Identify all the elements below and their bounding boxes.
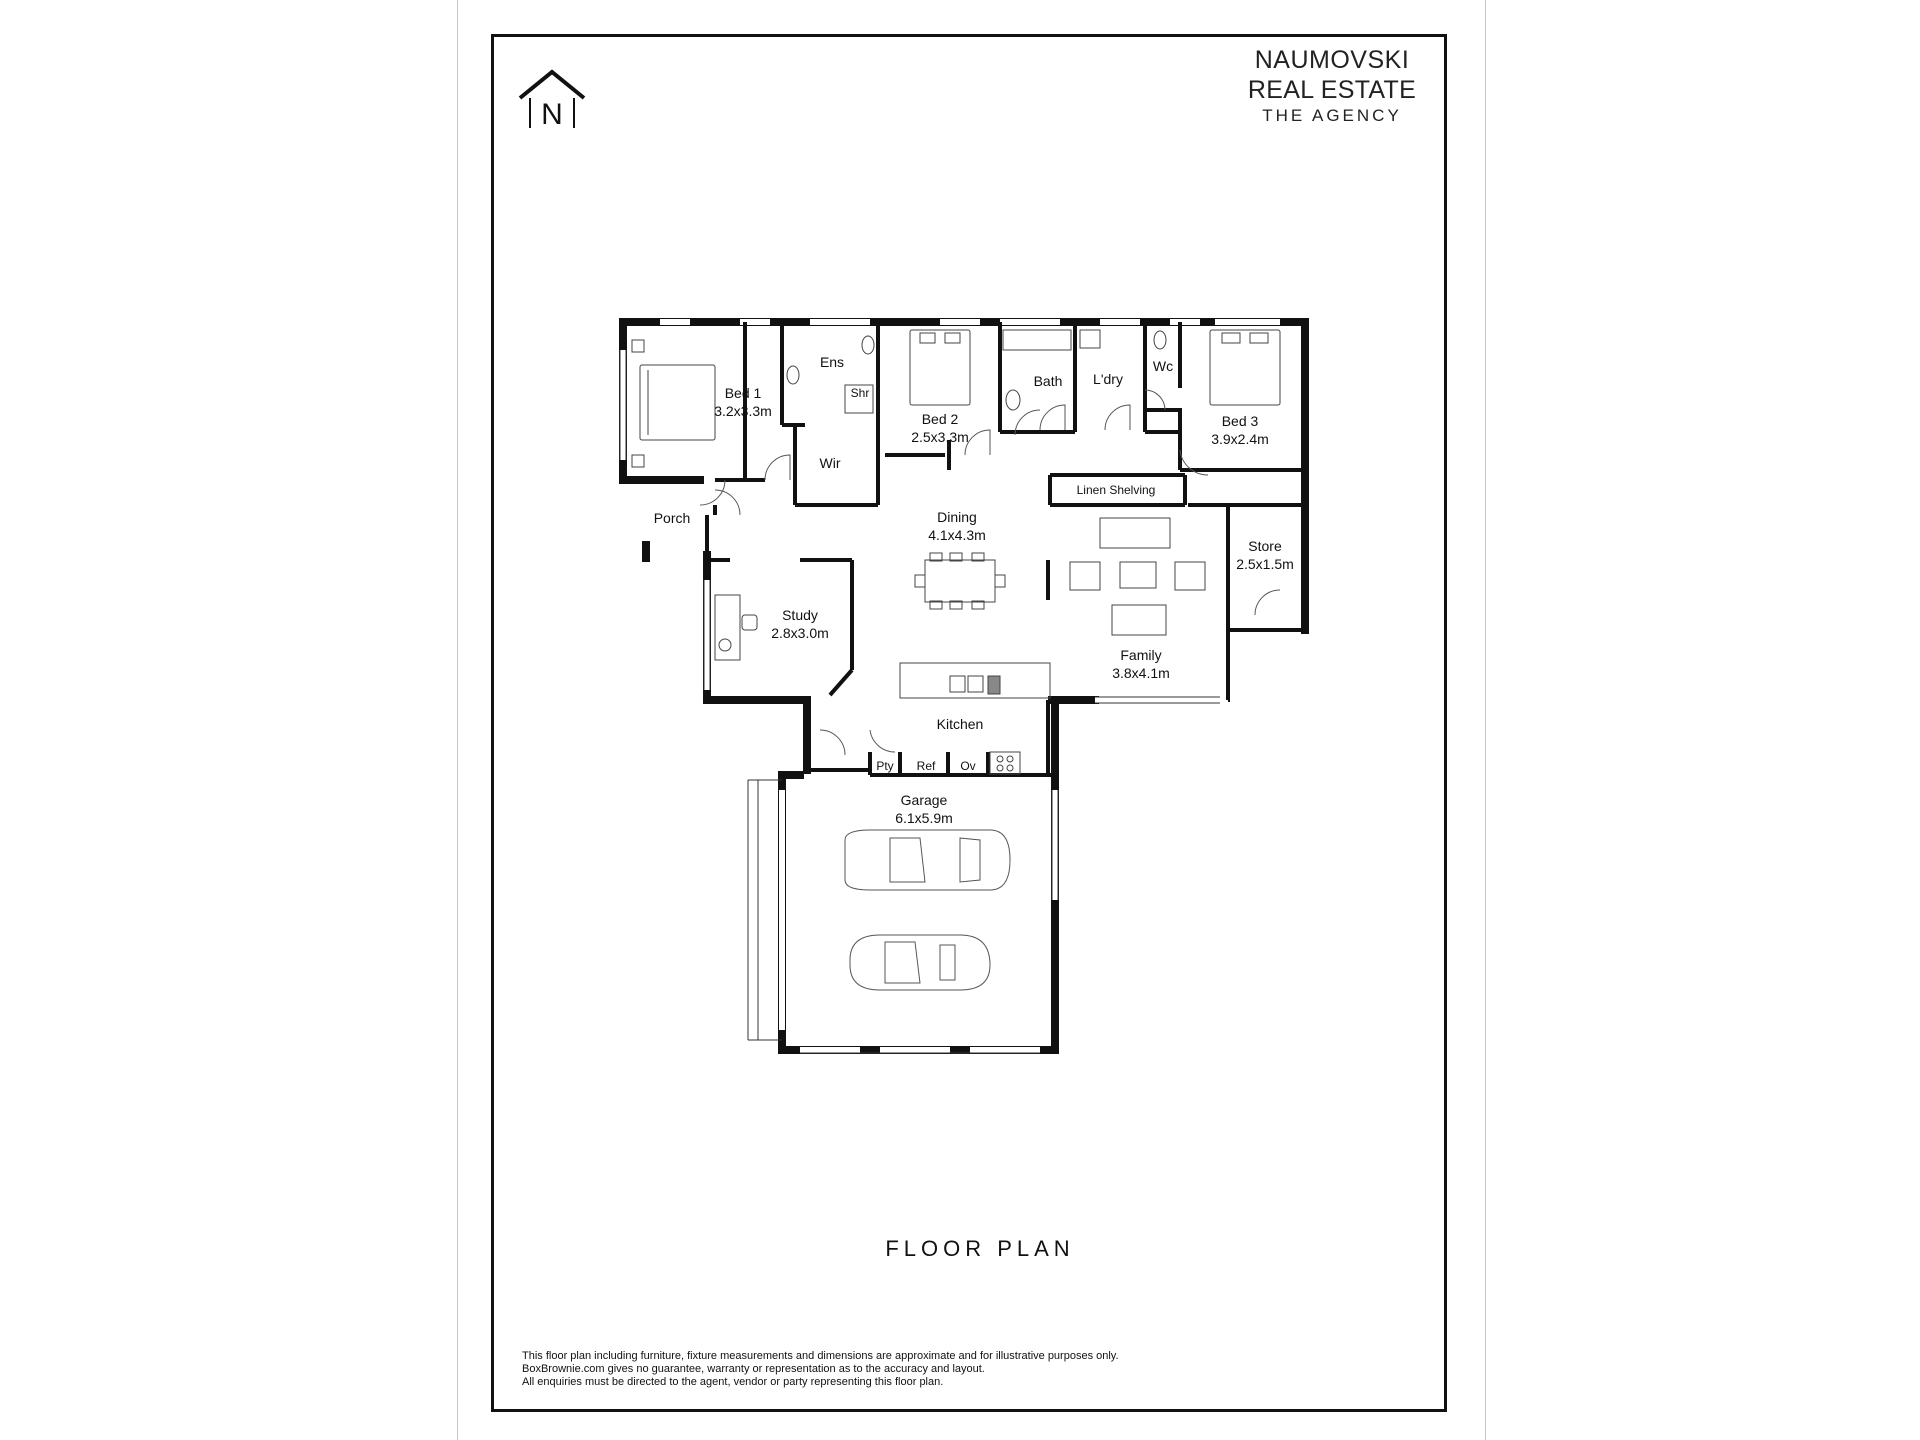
room-size-store: 2.5x1.5m	[1236, 556, 1294, 572]
room-name-ens: Ens	[820, 354, 844, 370]
room-name-pty: Pty	[876, 759, 893, 773]
window-openings	[620, 319, 1280, 1053]
dining-table	[914, 552, 1006, 610]
disclaimer-line2: BoxBrownie.com gives no guarantee, warra…	[522, 1363, 985, 1375]
room-name-store: Store	[1248, 538, 1282, 554]
room-name-bed3: Bed 3	[1222, 413, 1259, 429]
room-name-porch: Porch	[654, 510, 691, 526]
interior-walls	[705, 322, 1305, 777]
room-name-wir: Wir	[820, 455, 841, 471]
room-labels: Bed 1 3.2x3.3m Ens Shr Wir Bed 2 2.5x3.3…	[654, 354, 1294, 826]
brand-name-line2: REAL ESTATE	[1247, 76, 1417, 104]
disclaimer-line1: This floor plan including furniture, fix…	[522, 1350, 1119, 1362]
room-name-study: Study	[782, 607, 818, 623]
room-name-dining: Dining	[937, 509, 977, 525]
plan-frame	[491, 34, 1447, 1412]
room-name-bed1: Bed 1	[725, 385, 762, 401]
door-swings	[699, 389, 1281, 756]
north-letter: N	[541, 98, 563, 131]
study-desk	[714, 594, 758, 661]
room-size-bed2: 2.5x3.3m	[911, 429, 969, 445]
room-size-garage: 6.1x5.9m	[895, 810, 953, 826]
room-name-bed2: Bed 2	[922, 411, 959, 427]
bathroom-fixtures	[786, 329, 1167, 414]
room-name-family: Family	[1120, 647, 1161, 663]
page-sheet	[457, 0, 1486, 1440]
room-name-ref: Ref	[917, 759, 936, 773]
brand-tagline: THE AGENCY	[1262, 106, 1402, 125]
room-name-bath: Bath	[1034, 373, 1063, 389]
north-arrow-icon: N	[518, 69, 586, 131]
room-size-bed1: 3.2x3.3m	[714, 403, 772, 419]
room-size-family: 3.8x4.1m	[1112, 665, 1170, 681]
room-name-ov: Ov	[960, 759, 975, 773]
room-size-study: 2.8x3.0m	[771, 625, 829, 641]
room-name-shr: Shr	[851, 386, 870, 400]
room-size-dining: 4.1x4.3m	[928, 527, 986, 543]
disclaimer-line3: All enquiries must be directed to the ag…	[522, 1376, 944, 1388]
bed-furniture	[631, 329, 1281, 468]
room-name-ldry: L'dry	[1093, 371, 1123, 387]
window-lines	[619, 350, 1220, 1054]
plan-title: FLOOR PLAN	[885, 1236, 1075, 1261]
room-name-kitchen: Kitchen	[937, 716, 984, 732]
kitchen-bench	[899, 662, 1051, 775]
family-furniture	[1069, 517, 1206, 636]
room-name-linen: Linen Shelving	[1077, 483, 1156, 497]
room-name-wc: Wc	[1153, 358, 1173, 374]
room-size-bed3: 3.9x2.4m	[1211, 431, 1269, 447]
car-icon	[844, 829, 1011, 991]
room-name-garage: Garage	[901, 792, 948, 808]
brand-name-line1: NAUMOVSKI	[1254, 46, 1410, 74]
